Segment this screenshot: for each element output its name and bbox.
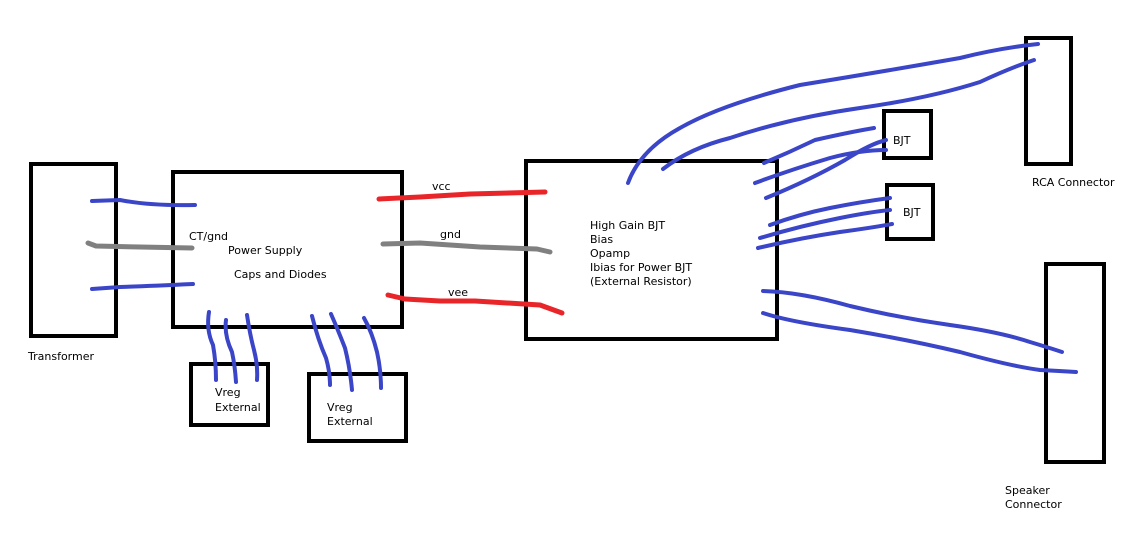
vreg-left-box [189,362,270,427]
speaker-connector-box [1044,262,1106,464]
bjt-top-box [882,109,933,160]
rca-connector-box [1024,36,1073,166]
gnd-rail-wire [380,240,553,255]
vreg-right-label-2: External [327,415,373,428]
transformer-box [29,162,118,338]
vreg-right-wire-2 [329,312,354,392]
power-supply-subtitle: Caps and Diodes [234,268,327,281]
bjt-bottom-label: BJT [903,206,921,219]
power-supply-title: Power Supply [228,244,303,257]
vreg-left-wire-1 [206,310,218,382]
vcc-rail-wire [376,189,548,202]
vee-rail-wire [385,292,565,316]
bjt-top-wire-2 [753,148,888,185]
amplifier-line-3: Opamp [590,247,630,260]
speaker-wire-2 [761,311,1078,374]
speaker-connector-label-2: Connector [1005,498,1062,511]
vreg-right-wire-1 [310,314,332,387]
vreg-left-label-2: External [215,401,261,414]
amplifier-line-5: (External Resistor) [590,275,692,288]
vreg-right-label-1: Vreg [327,401,353,414]
amplifier-line-4: Ibias for Power BJT [590,261,692,274]
bjt-top-wire-3 [764,138,888,200]
amplifier-line-1: High Gain BJT [590,219,665,232]
vcc-label: vcc [432,180,451,193]
vee-label: vee [448,286,468,299]
rca-wire-2 [661,58,1036,171]
rca-connector-label: RCA Connector [1032,176,1115,189]
vreg-right-wire-3 [362,316,383,390]
transformer-ct-wire [85,240,195,251]
gnd-label: gnd [440,228,461,241]
speaker-wire-1 [761,289,1064,354]
amplifier-line-2: Bias [590,233,613,246]
bjt-bottom-wire-2 [758,208,892,240]
bjt-top-wire-1 [762,126,876,165]
transformer-label: Transformer [27,350,94,363]
transformer-top-wire [90,198,197,208]
speaker-connector-label-1: Speaker [1005,484,1050,497]
vreg-left-label-1: Vreg [215,386,241,399]
bjt-bottom-wire-1 [768,196,892,227]
bjt-bottom-wire-3 [756,222,894,250]
bjt-top-label: BJT [893,134,911,147]
vreg-right-box [307,372,408,443]
vreg-left-wire-3 [245,313,260,382]
vreg-left-wire-2 [223,318,238,384]
power-supply-ct-label: CT/gnd [189,230,228,243]
rca-wire-1 [626,42,1040,185]
transformer-bottom-wire [90,282,195,291]
